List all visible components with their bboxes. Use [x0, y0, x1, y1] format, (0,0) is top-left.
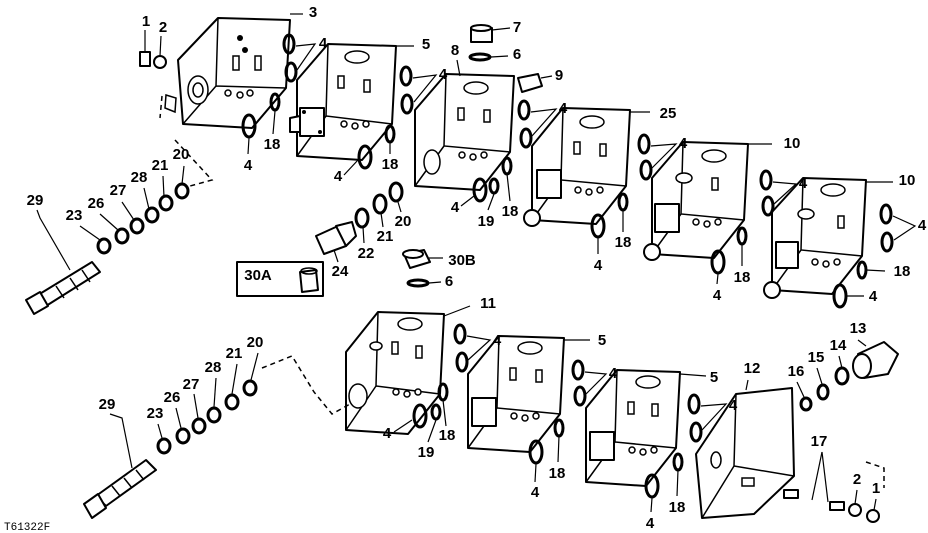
o-rings-bottom — [393, 323, 728, 513]
callout-26: 26 — [164, 389, 181, 406]
callout-18: 18 — [734, 269, 751, 286]
callout-18: 18 — [382, 156, 399, 173]
callout-18: 18 — [502, 203, 519, 220]
o-rings-top — [241, 33, 894, 309]
callout-4: 4 — [244, 157, 253, 174]
callout-18: 18 — [615, 234, 632, 251]
callout-21: 21 — [152, 157, 169, 174]
callout-23: 23 — [147, 405, 164, 422]
leader-lines-top — [247, 43, 917, 297]
callout-17: 17 — [811, 433, 828, 450]
callout-20: 20 — [395, 213, 412, 230]
valve-section-10-a — [643, 141, 749, 261]
callout-18: 18 — [669, 499, 686, 516]
callout-4: 4 — [334, 168, 343, 185]
callout-9: 9 — [555, 67, 563, 84]
callout-25: 25 — [660, 105, 677, 122]
callout-1: 1 — [142, 13, 150, 30]
callout-4: 4 — [646, 515, 655, 532]
callout-4: 4 — [319, 35, 328, 52]
callout-24: 24 — [332, 263, 349, 280]
callout-4: 4 — [713, 287, 722, 304]
callout-4: 4 — [729, 397, 738, 414]
callout-1: 1 — [872, 480, 880, 497]
valve-section-11 — [345, 311, 445, 435]
callout-18: 18 — [549, 465, 566, 482]
callout-5: 5 — [710, 369, 718, 386]
callout-11: 11 — [480, 295, 496, 312]
callout-10: 10 — [784, 135, 801, 152]
callout-4: 4 — [869, 288, 878, 305]
callout-13: 13 — [850, 320, 867, 337]
callout-29: 29 — [27, 192, 44, 209]
end-plug-13 — [796, 339, 899, 412]
spool-29-top — [25, 95, 214, 315]
callout-19: 19 — [478, 213, 495, 230]
callout-5: 5 — [422, 36, 430, 53]
callout-20: 20 — [173, 146, 190, 163]
callout-21: 21 — [377, 228, 394, 245]
callout-28: 28 — [205, 359, 222, 376]
callout-4: 4 — [531, 484, 540, 501]
figure-id: T61322F — [4, 522, 50, 533]
callout-18: 18 — [264, 136, 281, 153]
callout-4: 4 — [559, 100, 568, 117]
callout-3: 3 — [309, 4, 317, 21]
callout-20: 20 — [247, 334, 264, 351]
callout-14: 14 — [830, 337, 847, 354]
part-30a-box — [236, 261, 324, 297]
fitting-30b — [402, 249, 443, 288]
callout-7: 7 — [513, 19, 521, 36]
callout-22: 22 — [358, 245, 375, 262]
tie-bolts-17 — [783, 451, 885, 523]
bolt-top-left — [139, 30, 167, 69]
callout-30b: 30B — [448, 252, 476, 269]
callout-12: 12 — [744, 360, 761, 377]
callout-26: 26 — [88, 195, 105, 212]
callout-4: 4 — [383, 425, 392, 442]
relief-valve-parts — [315, 181, 404, 263]
callout-6: 6 — [445, 273, 453, 290]
callout-8: 8 — [451, 42, 459, 59]
valve-section-5-right — [585, 369, 681, 487]
callout-4: 4 — [439, 66, 448, 83]
callout-4: 4 — [451, 199, 460, 216]
inlet-end-cover — [164, 17, 291, 129]
callout-4: 4 — [493, 332, 502, 349]
callout-27: 27 — [110, 182, 127, 199]
valve-section-25 — [523, 107, 631, 227]
callout-2: 2 — [853, 471, 861, 488]
callout-4: 4 — [918, 217, 927, 234]
callout-6: 6 — [513, 46, 521, 63]
callout-5: 5 — [598, 332, 606, 349]
callout-18: 18 — [439, 427, 456, 444]
outlet-end-cover-12 — [695, 379, 795, 519]
callout-19: 19 — [418, 444, 435, 461]
callout-18: 18 — [894, 263, 911, 280]
valve-section-10-b — [763, 177, 867, 299]
callout-29: 29 — [99, 396, 116, 413]
callout-21: 21 — [226, 345, 243, 362]
plug-7 — [468, 24, 553, 93]
callout-28: 28 — [131, 169, 148, 186]
callout-27: 27 — [183, 376, 200, 393]
callout-4: 4 — [609, 365, 618, 382]
callout-4: 4 — [679, 135, 688, 152]
callout-15: 15 — [808, 349, 825, 366]
callout-4: 4 — [799, 175, 808, 192]
callout-30a: 30A — [244, 267, 272, 284]
callout-10: 10 — [899, 172, 916, 189]
callout-16: 16 — [788, 363, 805, 380]
valve-section-5-middle — [467, 335, 565, 453]
callout-23: 23 — [66, 207, 83, 224]
callout-4: 4 — [594, 257, 603, 274]
callout-2: 2 — [159, 19, 167, 36]
spool-29-bottom — [83, 352, 351, 519]
valve-section-8-top — [414, 73, 515, 191]
valve-section-5-top — [289, 43, 397, 161]
